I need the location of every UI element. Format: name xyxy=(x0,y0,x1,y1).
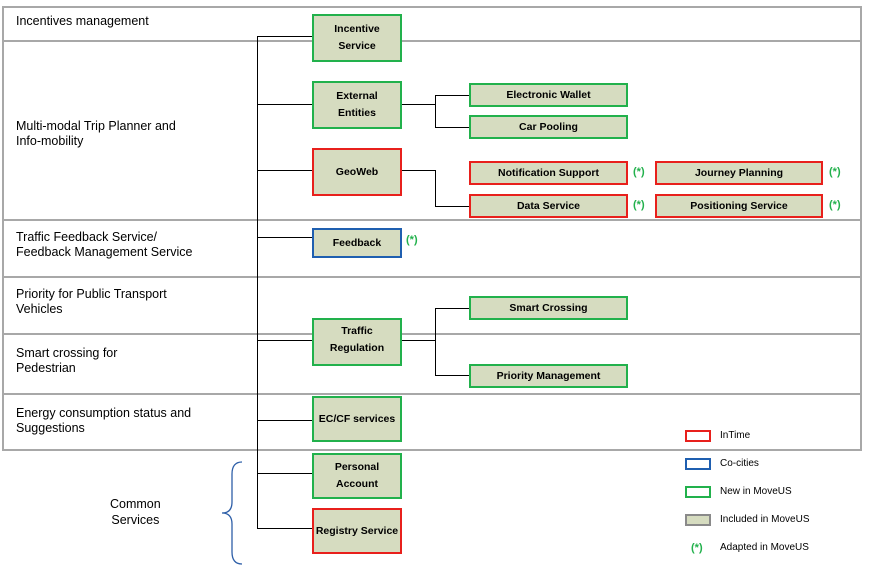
legend-swatch-included xyxy=(685,514,711,526)
band-label-feedback: Traffic Feedback Service/ Feedback Manag… xyxy=(16,230,193,259)
connector-wallet xyxy=(435,95,469,96)
common-services-brace xyxy=(221,461,243,565)
connector-incentive xyxy=(257,36,312,37)
legend-label-new: New in MoveUS xyxy=(720,486,792,497)
band-label-trip-planner: Multi-modal Trip Planner and Info-mobili… xyxy=(16,119,176,148)
band-energy xyxy=(2,393,862,451)
common-services-label: Common Services xyxy=(110,497,161,527)
journey-planning-box: Journey Planning xyxy=(655,161,823,185)
legend-label-intime: InTime xyxy=(720,430,751,441)
main-trunk-line xyxy=(257,36,258,528)
notification-support-box: Notification Support xyxy=(469,161,628,185)
traffic-regulation-label: Traffic Regulation xyxy=(329,325,385,354)
legend-swatch-cocities xyxy=(685,458,711,470)
band-smart-crossing xyxy=(2,333,862,395)
band-trip-planner xyxy=(2,40,862,221)
connector-traffic xyxy=(257,340,312,341)
connector-traffic-vertical xyxy=(435,308,436,376)
data-service-box: Data Service xyxy=(469,194,628,218)
feedback-box: Feedback xyxy=(312,228,402,258)
connector-geoweb-out xyxy=(402,170,435,171)
legend-swatch-intime xyxy=(685,430,711,442)
adapted-mark-data-service: (*) xyxy=(633,199,645,211)
smart-crossing-box: Smart Crossing xyxy=(469,296,628,320)
connector-carpool xyxy=(435,127,469,128)
connector-personal xyxy=(257,473,312,474)
ec-cf-services-box: EC/CF services xyxy=(312,396,402,442)
positioning-service-box: Positioning Service xyxy=(655,194,823,218)
connector-ec-cf xyxy=(257,420,312,421)
connector-smart-crossing xyxy=(435,308,469,309)
band-label-incentives: Incentives management xyxy=(16,14,149,28)
adapted-mark-feedback: (*) xyxy=(406,234,418,246)
geoweb-box: GeoWeb xyxy=(312,148,402,196)
band-label-smart-crossing: Smart crossing for Pedestrian xyxy=(16,346,118,375)
connector-registry xyxy=(257,528,312,529)
personal-account-box: Personal Account xyxy=(312,453,402,499)
connector-geoweb-vertical xyxy=(435,170,436,206)
priority-management-box: Priority Management xyxy=(469,364,628,388)
legend-label-adapted: Adapted in MoveUS xyxy=(720,542,809,553)
adapted-mark-journey: (*) xyxy=(829,166,841,178)
connector-external xyxy=(257,104,312,105)
electronic-wallet-box: Electronic Wallet xyxy=(469,83,628,107)
connector-external-out xyxy=(402,104,435,105)
connector-geoweb xyxy=(257,170,312,171)
legend-mark-adapted: (*) xyxy=(691,542,703,554)
legend-label-included: Included in MoveUS xyxy=(720,514,810,525)
traffic-regulation-box: Traffic Regulation xyxy=(312,318,402,366)
connector-external-vertical xyxy=(435,95,436,128)
band-priority xyxy=(2,276,862,335)
connector-data-service xyxy=(435,206,469,207)
registry-service-box: Registry Service xyxy=(312,508,402,554)
legend-label-cocities: Co-cities xyxy=(720,458,759,469)
band-label-priority: Priority for Public Transport Vehicles xyxy=(16,287,167,316)
connector-traffic-out xyxy=(402,340,435,341)
external-entities-box: External Entities xyxy=(312,81,402,129)
connector-feedback xyxy=(257,237,312,238)
adapted-mark-notification: (*) xyxy=(633,166,645,178)
legend-swatch-new xyxy=(685,486,711,498)
connector-priority-mgmt xyxy=(435,375,469,376)
incentive-service-box: Incentive Service xyxy=(312,14,402,62)
car-pooling-box: Car Pooling xyxy=(469,115,628,139)
adapted-mark-positioning: (*) xyxy=(829,199,841,211)
band-label-energy: Energy consumption status and Suggestion… xyxy=(16,406,192,435)
